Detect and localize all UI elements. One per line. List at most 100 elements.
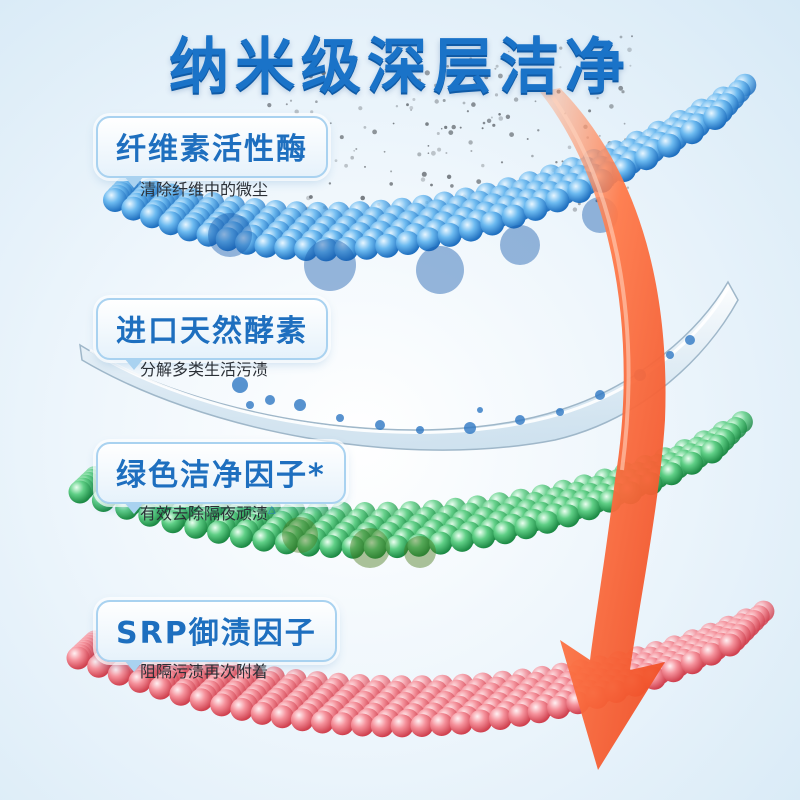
- dust-speck: [421, 171, 427, 177]
- dust-speck: [442, 99, 446, 102]
- dust-speck: [355, 148, 358, 150]
- green-factor-bead: [68, 480, 92, 504]
- dust-speck: [509, 132, 514, 138]
- srp-factor-bead: [350, 713, 374, 737]
- dust-speck: [621, 90, 625, 94]
- label-natural-enzyme: 进口天然酵素: [96, 298, 328, 370]
- green-factor-bead: [252, 528, 276, 552]
- fiber-enzyme-bead: [458, 217, 483, 242]
- green-factor-bead: [493, 521, 517, 545]
- green-factor-bead: [385, 535, 409, 559]
- dust-speck: [459, 126, 462, 129]
- dust-speck: [329, 122, 332, 125]
- srp-factor-bead: [449, 711, 473, 735]
- dust-speck: [471, 102, 476, 107]
- caption-fiber-enzyme: 清除纤维中的微尘: [140, 180, 269, 199]
- dust-speck: [392, 122, 395, 125]
- dust-speck: [431, 150, 436, 156]
- srp-factor-bead: [210, 693, 234, 717]
- fiber-enzyme-bead: [680, 120, 704, 145]
- green-factor-bead: [680, 451, 704, 475]
- dust-speck: [425, 122, 429, 126]
- dust-speck: [370, 86, 373, 89]
- label-green-factor: 绿色洁净因子*: [96, 442, 346, 514]
- fiber-enzyme-bead: [480, 211, 505, 236]
- dust-speck: [537, 72, 540, 75]
- srp-factor-bead: [661, 659, 685, 683]
- dust-speck: [328, 182, 332, 185]
- dust-speck: [559, 66, 562, 69]
- dust-speck: [446, 65, 450, 68]
- srp-factor-bead: [250, 701, 274, 725]
- film-dot: [464, 422, 476, 434]
- dust-speck: [350, 155, 355, 160]
- dust-speck: [294, 109, 299, 114]
- srp-factor-bead: [290, 708, 314, 732]
- dust-speck: [424, 70, 430, 76]
- srp-factor-bead: [230, 697, 254, 721]
- dust-speck: [537, 129, 540, 132]
- stain-patch: [304, 239, 356, 291]
- fiber-enzyme-bead: [703, 106, 727, 130]
- dust-speck: [468, 140, 473, 145]
- fiber-enzyme-bead: [634, 146, 659, 171]
- dust-speck: [427, 145, 430, 147]
- srp-factor-bead: [169, 682, 193, 706]
- dust-speck: [358, 106, 363, 111]
- dust-speck: [526, 138, 529, 140]
- dust-speck: [445, 152, 448, 154]
- dust-speck: [267, 103, 272, 108]
- srp-factor-bead: [547, 696, 570, 719]
- srp-factor-bead: [508, 703, 532, 727]
- fiber-enzyme-bead: [395, 231, 420, 255]
- srp-factor-bead: [680, 651, 704, 675]
- dust-speck: [409, 106, 414, 110]
- dust-speck: [626, 186, 630, 189]
- dust-speck: [285, 103, 288, 106]
- dust-speck: [434, 83, 438, 88]
- dust-speck: [561, 160, 564, 163]
- green-factor-bead: [535, 510, 559, 534]
- dust-speck: [406, 103, 409, 107]
- dust-speck: [588, 109, 592, 113]
- caption-green-factor-text: 有效去除隔夜顽渍: [140, 504, 269, 523]
- fiber-enzyme-bead: [139, 204, 164, 229]
- green-factor-bead: [161, 510, 185, 534]
- fiber-enzyme-bead: [437, 222, 462, 247]
- stain-patch: [404, 536, 436, 568]
- dust-speck: [308, 74, 313, 79]
- label-fiber-enzyme: 纤维素活性酶: [96, 116, 328, 188]
- dust-speck: [430, 183, 433, 187]
- footnote-mark: △: [268, 504, 276, 516]
- dust-speck: [390, 170, 393, 173]
- label-srp-factor: SRP御渍因子: [96, 600, 337, 672]
- film-dot: [416, 426, 424, 434]
- dust-speck: [410, 109, 412, 111]
- dust-speck: [470, 150, 473, 152]
- srp-factor-bead: [469, 709, 493, 733]
- film-dot: [556, 408, 564, 416]
- caption-natural-enzyme: 分解多类生活污渍: [140, 360, 269, 379]
- green-factor-bead: [138, 503, 162, 527]
- fiber-enzyme-bead: [254, 233, 279, 258]
- srp-factor-bead: [390, 714, 414, 738]
- green-factor-bead: [514, 516, 538, 540]
- srp-factor-bead: [270, 705, 294, 729]
- dust-speck: [309, 195, 313, 199]
- stain-patch: [416, 246, 464, 294]
- dust-speck: [505, 114, 511, 120]
- dust-speck: [531, 154, 534, 158]
- dust-speck: [513, 97, 519, 102]
- dust-speck: [310, 110, 314, 114]
- stain-patch: [208, 213, 252, 257]
- dust-speck: [412, 98, 416, 101]
- film-dot: [375, 420, 385, 430]
- dust-speck: [492, 123, 496, 127]
- dust-speck: [387, 80, 392, 85]
- dust-speck: [631, 35, 633, 38]
- dust-speck: [363, 126, 367, 129]
- stain-patch: [282, 517, 318, 553]
- dust-speck: [321, 70, 326, 76]
- dust-speck: [508, 61, 512, 65]
